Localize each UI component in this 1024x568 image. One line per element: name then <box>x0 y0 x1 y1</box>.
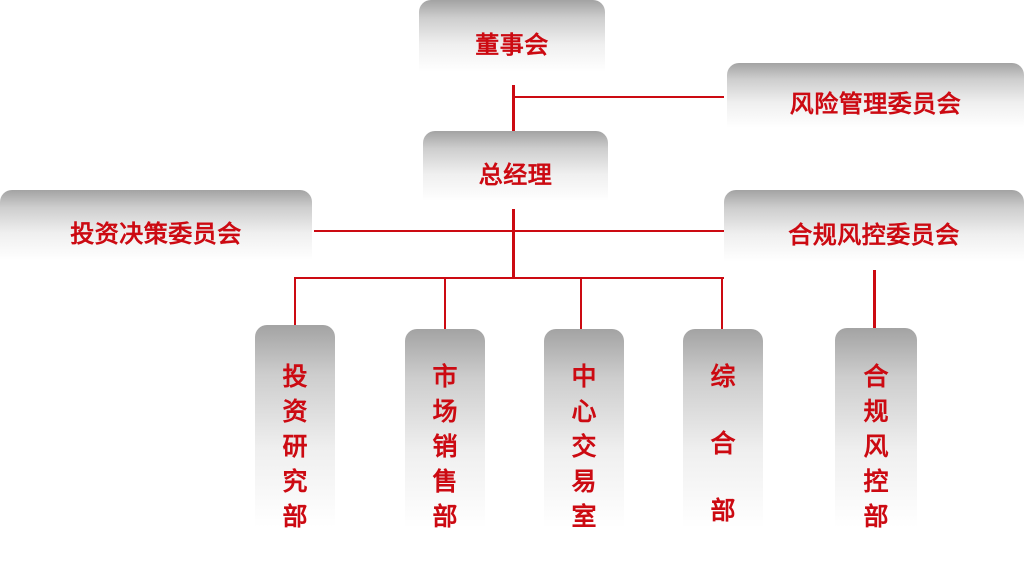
vertical-char: 合 <box>710 429 736 458</box>
vertical-char: 场 <box>432 397 458 426</box>
vertical-char: 部 <box>710 496 736 525</box>
line-gm-to-branch <box>512 208 515 278</box>
compliance-risk-box: 合规风控部 <box>835 328 917 550</box>
line-drop-marketing-sales <box>444 277 446 329</box>
vertical-char: 控 <box>863 467 889 496</box>
marketing-sales-label: 市场销售部 <box>405 359 485 534</box>
vertical-char: 销 <box>432 432 458 461</box>
vertical-char: 市 <box>432 362 458 391</box>
vertical-char: 中 <box>571 362 597 391</box>
vertical-char: 交 <box>571 432 597 461</box>
risk-committee-label: 风险管理委员会 <box>789 89 962 118</box>
vertical-char: 规 <box>863 397 889 426</box>
investment-committee-box: 投资决策委员会 <box>0 190 312 268</box>
general-manager-box: 总经理 <box>423 131 608 209</box>
vertical-char: 部 <box>432 502 458 531</box>
general-manager-label: 总经理 <box>478 160 553 189</box>
general-affairs-label: 综合部 <box>683 343 763 544</box>
compliance-committee-box: 合规风控委员会 <box>724 190 1024 270</box>
vertical-char: 资 <box>282 397 308 426</box>
vertical-char: 易 <box>571 467 597 496</box>
line-compliance-to-dept <box>873 260 876 328</box>
line-board-to-gm <box>512 85 515 132</box>
vertical-char: 研 <box>282 432 308 461</box>
line-drop-investment-research <box>294 277 296 325</box>
board-label: 董事会 <box>475 30 549 59</box>
vertical-char: 售 <box>432 467 458 496</box>
compliance-risk-label: 合规风控部 <box>835 359 917 534</box>
investment-committee-label: 投资决策委员会 <box>70 219 242 248</box>
vertical-char: 风 <box>863 432 889 461</box>
board-box: 董事会 <box>419 0 605 80</box>
vertical-char: 室 <box>571 502 597 531</box>
vertical-char: 综 <box>710 362 736 391</box>
investment-research-box: 投资研究部 <box>255 325 335 550</box>
general-affairs-box: 综合部 <box>683 329 763 550</box>
vertical-char: 部 <box>863 502 889 531</box>
compliance-committee-label: 合规风控委员会 <box>788 220 960 249</box>
vertical-char: 合 <box>863 362 889 391</box>
investment-research-label: 投资研究部 <box>255 359 335 534</box>
line-committees-horizontal <box>314 230 724 232</box>
central-trading-label: 中心交易室 <box>544 359 624 534</box>
vertical-char: 究 <box>282 467 308 496</box>
line-drop-general-affairs <box>721 277 723 329</box>
line-departments-horizontal <box>294 277 724 279</box>
vertical-char: 部 <box>282 502 308 531</box>
vertical-char: 心 <box>571 397 597 426</box>
marketing-sales-box: 市场销售部 <box>405 329 485 550</box>
central-trading-box: 中心交易室 <box>544 329 624 550</box>
line-drop-central-trading <box>580 277 582 329</box>
line-to-risk-committee <box>512 96 724 98</box>
vertical-char: 投 <box>282 362 308 391</box>
risk-committee-box: 风险管理委员会 <box>727 63 1024 135</box>
